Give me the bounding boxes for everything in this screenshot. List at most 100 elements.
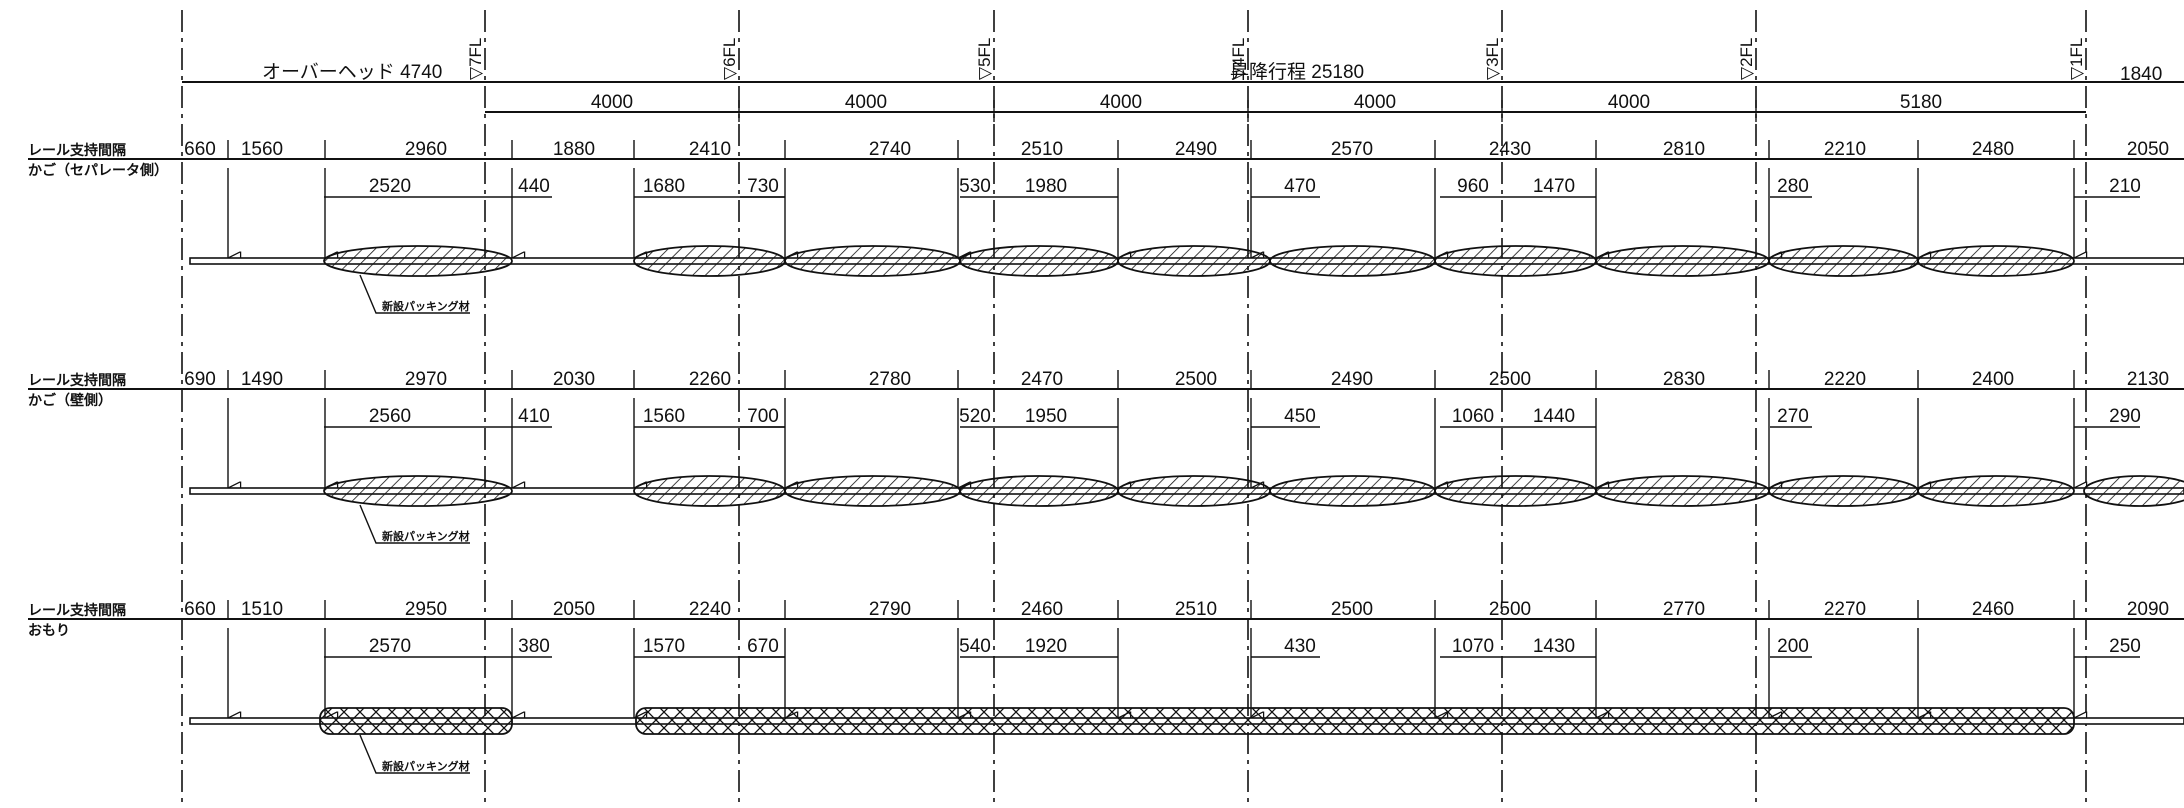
sub-dimension: 960 bbox=[1457, 176, 1489, 197]
sub-dimension: 1070 bbox=[1452, 636, 1494, 657]
span-dimension: 2960 bbox=[405, 139, 447, 160]
packing-material bbox=[635, 707, 2075, 735]
row-label-side: かご（セパレータ側） bbox=[28, 162, 168, 178]
sub-dimension: 2520 bbox=[369, 176, 411, 197]
floor-label: ▽7FL bbox=[466, 38, 485, 80]
sub-dimension: 250 bbox=[2109, 636, 2141, 657]
span-dimension: 2740 bbox=[869, 139, 911, 160]
row-label-title: レール支持間隔 bbox=[28, 372, 126, 388]
packing-material bbox=[323, 245, 513, 277]
span-dimension: 2490 bbox=[1331, 369, 1373, 390]
span-dimension: 2270 bbox=[1824, 599, 1866, 620]
floor-label: ▽4FL bbox=[1229, 38, 1248, 80]
sub-dimension: 430 bbox=[1284, 636, 1316, 657]
packing-material bbox=[1117, 475, 1271, 507]
floor-label: ▽2FL bbox=[1737, 38, 1756, 80]
floor-label: ▽6FL bbox=[720, 38, 739, 80]
floor-height-label: 4000 bbox=[1354, 92, 1396, 113]
sub-dimension: 280 bbox=[1777, 176, 1809, 197]
span-dimension: 1560 bbox=[241, 139, 283, 160]
note-leader bbox=[359, 274, 470, 314]
span-dimension: 2510 bbox=[1175, 599, 1217, 620]
span-dimension: 2460 bbox=[1021, 599, 1063, 620]
packing-material bbox=[2083, 475, 2184, 507]
floor-label: ▽1FL bbox=[2067, 38, 2086, 80]
sub-dimension: 1470 bbox=[1533, 176, 1575, 197]
packing-material bbox=[1434, 245, 1597, 277]
span-dimension: 2950 bbox=[405, 599, 447, 620]
sub-dimension: 1980 bbox=[1025, 176, 1067, 197]
span-dimension: 2780 bbox=[869, 369, 911, 390]
sub-dimension: 2570 bbox=[369, 636, 411, 657]
row-label-title: レール支持間隔 bbox=[28, 602, 126, 618]
span-dimension: 660 bbox=[184, 599, 216, 620]
span-dimension: 2500 bbox=[1331, 599, 1373, 620]
span-dimension: 2970 bbox=[405, 369, 447, 390]
span-dimension: 690 bbox=[184, 369, 216, 390]
span-dimension: 2510 bbox=[1021, 139, 1063, 160]
span-dimension: 2790 bbox=[869, 599, 911, 620]
span-dimension: 2090 bbox=[2127, 599, 2169, 620]
packing-material bbox=[1117, 245, 1271, 277]
span-dimension: 2810 bbox=[1663, 139, 1705, 160]
sub-dimension: 270 bbox=[1777, 406, 1809, 427]
span-dimension: 2400 bbox=[1972, 369, 2014, 390]
sub-dimension: 540 bbox=[959, 636, 991, 657]
sub-dimension: 1440 bbox=[1533, 406, 1575, 427]
floor-height-label: 4000 bbox=[845, 92, 887, 113]
floor-label: ▽5FL bbox=[975, 38, 994, 80]
sub-dimension: 730 bbox=[747, 176, 779, 197]
packing-note: 新設パッキング材 bbox=[382, 529, 470, 543]
packing-material bbox=[1269, 245, 1436, 277]
row-label-side: かご（壁側） bbox=[28, 392, 112, 408]
floor-height-label: 5180 bbox=[1900, 92, 1942, 113]
span-dimension: 1490 bbox=[241, 369, 283, 390]
span-dimension: 2480 bbox=[1972, 139, 2014, 160]
span-dimension: 1880 bbox=[553, 139, 595, 160]
span-dimension: 2770 bbox=[1663, 599, 1705, 620]
floor-height-label: 4000 bbox=[1608, 92, 1650, 113]
packing-material bbox=[959, 245, 1119, 277]
packing-material bbox=[633, 245, 786, 277]
span-dimension: 2500 bbox=[1489, 369, 1531, 390]
floor-lines bbox=[181, 10, 2087, 808]
span-dimension: 2210 bbox=[1824, 139, 1866, 160]
packing-material bbox=[1917, 475, 2075, 507]
row-label-title: レール支持間隔 bbox=[28, 142, 126, 158]
span-dimension: 2410 bbox=[689, 139, 731, 160]
sub-dimension: 410 bbox=[518, 406, 550, 427]
note-leader bbox=[359, 504, 470, 544]
sub-dimension: 1060 bbox=[1452, 406, 1494, 427]
sub-dimension: 1950 bbox=[1025, 406, 1067, 427]
sub-dimension: 1920 bbox=[1025, 636, 1067, 657]
packing-material bbox=[1595, 245, 1770, 277]
packing-material bbox=[959, 475, 1119, 507]
sub-dimension: 2560 bbox=[369, 406, 411, 427]
span-dimension: 2030 bbox=[553, 369, 595, 390]
span-dimension: 2220 bbox=[1824, 369, 1866, 390]
packing-material bbox=[1768, 475, 1919, 507]
span-dimension: 2830 bbox=[1663, 369, 1705, 390]
span-dimension: 660 bbox=[184, 139, 216, 160]
sub-dimension: 520 bbox=[959, 406, 991, 427]
sub-dimension: 1430 bbox=[1533, 636, 1575, 657]
packing-material bbox=[784, 245, 961, 277]
span-dimension: 1510 bbox=[241, 599, 283, 620]
packing-material bbox=[1595, 475, 1770, 507]
sub-dimension: 200 bbox=[1777, 636, 1809, 657]
span-dimension: 2500 bbox=[1175, 369, 1217, 390]
travel-label: 昇降行程 25180 bbox=[1230, 61, 1364, 83]
sub-dimension: 470 bbox=[1284, 176, 1316, 197]
sub-dimension: 450 bbox=[1284, 406, 1316, 427]
packing-material bbox=[319, 707, 513, 735]
span-dimension: 2050 bbox=[553, 599, 595, 620]
sub-dimension: 670 bbox=[747, 636, 779, 657]
sub-dimension: 290 bbox=[2109, 406, 2141, 427]
sub-dimension: 700 bbox=[747, 406, 779, 427]
span-dimension: 2470 bbox=[1021, 369, 1063, 390]
